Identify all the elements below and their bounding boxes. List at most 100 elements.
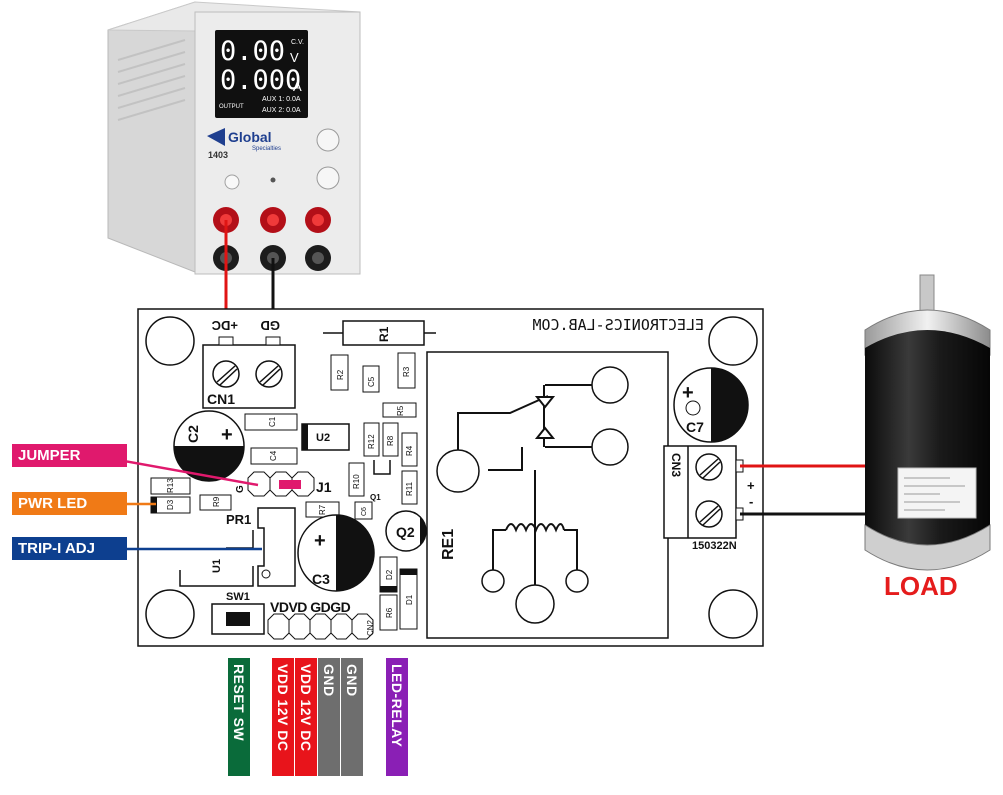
c1-label: C1 <box>268 416 277 427</box>
r5-resistor <box>382 402 417 418</box>
re1-label: RE1 <box>440 529 457 560</box>
q1-transistor <box>373 460 391 475</box>
q1-label: Q1 <box>370 493 381 502</box>
c2-capacitor: + <box>173 410 245 482</box>
r3-label: R3 <box>402 366 411 377</box>
c7-capacitor: + <box>673 367 749 443</box>
psu-aux2-readout: AUX 2: 0.0A <box>262 107 301 114</box>
c3-capacitor: + <box>297 514 375 592</box>
u2-label: U2 <box>316 432 330 444</box>
binding-post-red-aux2[interactable] <box>305 207 331 233</box>
r2-resistor <box>330 354 349 391</box>
psu-output-label: OUTPUT <box>219 104 244 110</box>
mount-hole <box>708 316 758 366</box>
r10-resistor <box>348 462 365 497</box>
r13-label: R13 <box>166 478 175 493</box>
binding-post-black-aux2[interactable] <box>305 245 331 271</box>
r12-resistor <box>363 422 380 457</box>
psu-current-readout: 0.000 <box>220 65 301 96</box>
site-text: ELECTRONICS-LAB.COM <box>532 316 704 334</box>
cn1-gd-label: GD <box>261 318 281 333</box>
part-number: 150322N <box>692 540 737 552</box>
q2-transistor <box>385 510 427 552</box>
jumper-cap[interactable] <box>279 480 301 489</box>
r12-label: R12 <box>367 434 376 449</box>
mount-hole <box>708 589 758 639</box>
u1-label: U1 <box>211 559 223 573</box>
brand-logo: Global Specialties <box>207 128 281 152</box>
r13-resistor <box>150 477 191 495</box>
c2-label: C2 <box>185 425 201 443</box>
cn1-terminal[interactable] <box>202 336 296 409</box>
c1-capacitor <box>244 413 298 431</box>
r2-label: R2 <box>336 369 345 380</box>
status-led <box>270 177 276 183</box>
reset-sw-text: RESET SW <box>231 664 247 742</box>
psu-display <box>215 30 308 118</box>
dc-motor-load <box>864 274 991 571</box>
brand-name: Global <box>228 129 272 145</box>
c4-capacitor <box>250 447 298 465</box>
r5-label: R5 <box>396 405 405 416</box>
psu-voltage-readout: 0.00 <box>220 36 285 67</box>
r4-resistor <box>401 432 418 467</box>
c6-capacitor <box>354 501 373 520</box>
r11-label: R11 <box>405 481 414 496</box>
pr1-trimmer[interactable] <box>257 507 296 587</box>
c3-label: C3 <box>312 571 330 587</box>
r3-resistor <box>397 352 416 389</box>
c5-capacitor <box>362 365 380 393</box>
psu-voltage-unit: V <box>290 50 299 65</box>
r8-resistor <box>382 422 399 457</box>
gnd-text-1: GND <box>321 664 337 697</box>
cn1-label: CN1 <box>207 391 235 407</box>
r11-resistor <box>401 470 418 505</box>
output-button[interactable] <box>224 174 240 190</box>
d3-label: D3 <box>166 499 175 510</box>
psu-model: 1403 <box>208 150 228 160</box>
cn3-minus: - <box>749 494 753 509</box>
c4-label: C4 <box>269 450 278 461</box>
cn1-dc-label: +DC <box>211 318 238 333</box>
r8-label: R8 <box>386 435 395 446</box>
brand-sub: Specialties <box>252 146 281 152</box>
psu-aux1-readout: AUX 1: 0.0A <box>262 96 301 103</box>
jumper-g-mark: G <box>235 485 246 493</box>
pcb: ELECTRONICS-LAB.COM +DC GD CN1 R1 R2 C5 … <box>137 308 764 647</box>
cn2-label: CN2 <box>366 619 375 636</box>
svg-text:+: + <box>314 530 326 552</box>
sw1-label: SW1 <box>226 591 250 603</box>
gnd-callout-1: GND <box>318 658 340 776</box>
re1-relay <box>426 351 669 639</box>
u2-regulator <box>301 423 350 451</box>
svg-text:+: + <box>221 424 233 446</box>
r10-label: R10 <box>352 474 361 489</box>
vdd-text-1: VDD 12V DC <box>275 664 291 752</box>
r4-label: R4 <box>405 445 414 456</box>
trip-adj-callout: TRIP-I ADJ <box>12 537 127 560</box>
r1-resistor <box>323 320 436 346</box>
binding-post-red-aux1[interactable] <box>260 207 286 233</box>
mount-hole <box>145 589 195 639</box>
q2-label: Q2 <box>396 524 415 540</box>
sw1-reset-switch[interactable] <box>211 603 265 635</box>
d2-label: D2 <box>385 569 394 580</box>
current-knob[interactable] <box>316 166 340 190</box>
vdd-callout-1: VDD 12V DC <box>272 658 294 776</box>
cn2-header[interactable] <box>267 613 374 640</box>
led-relay-text: LED-RELAY <box>389 664 405 748</box>
r9-resistor <box>199 494 232 511</box>
c5-label: C5 <box>367 376 376 387</box>
psu-current-unit: A <box>293 79 302 94</box>
r6-label: R6 <box>385 607 394 618</box>
j1-jumper[interactable] <box>247 471 315 497</box>
r9-label: R9 <box>212 496 221 507</box>
c6-label: C6 <box>361 507 368 516</box>
power-supply: 0.00 V C.V. 0.000 A OUTPUT AUX 1: 0.0A A… <box>107 1 361 275</box>
svg-text:+: + <box>682 382 694 404</box>
cn2-pin-labels: VDVD GDGD <box>270 599 351 615</box>
voltage-knob[interactable] <box>316 128 340 152</box>
cn3-terminal[interactable] <box>663 445 744 539</box>
